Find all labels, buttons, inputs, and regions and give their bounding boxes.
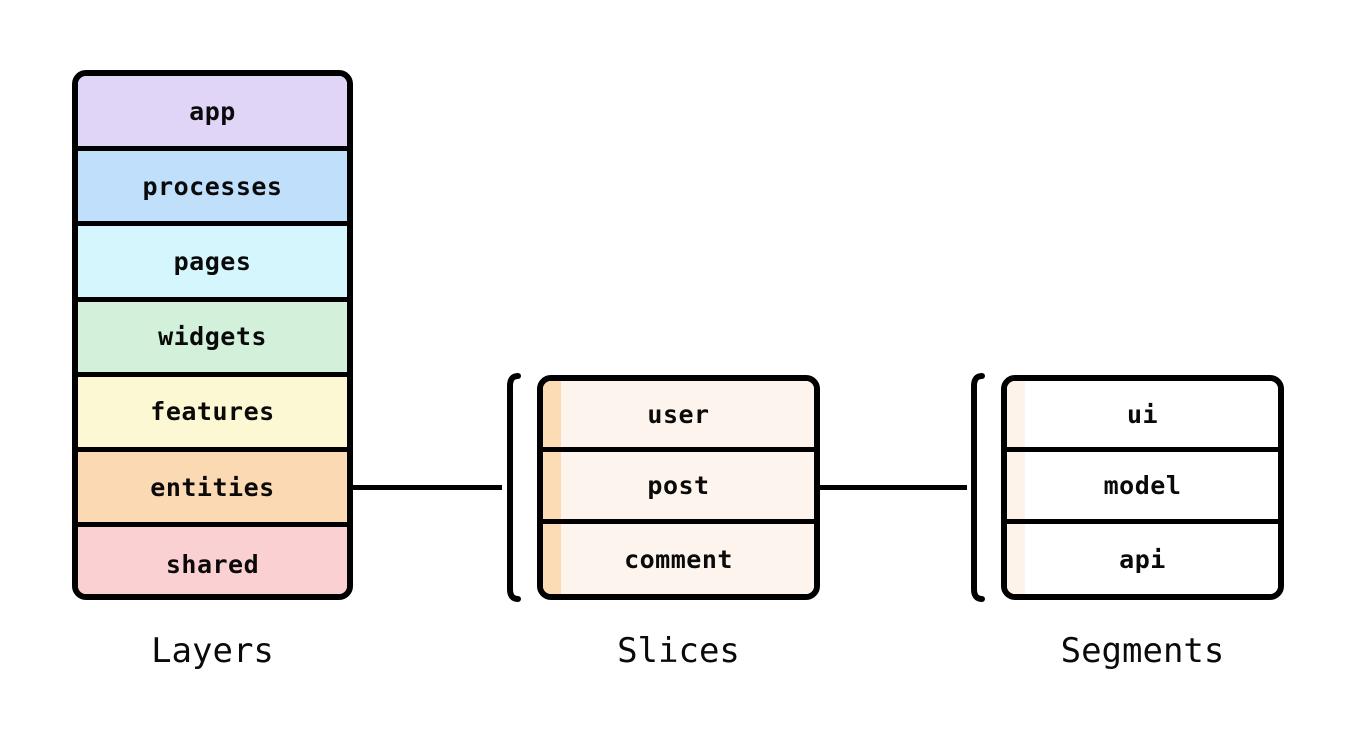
segment-accent-stripe bbox=[1007, 381, 1025, 448]
layer-row-pages[interactable]: pages bbox=[78, 226, 347, 302]
segment-label-api: api bbox=[1119, 544, 1166, 574]
slice-row-user[interactable]: user bbox=[543, 381, 814, 453]
segment-label-ui: ui bbox=[1126, 399, 1159, 429]
layer-row-features[interactable]: features bbox=[78, 376, 347, 452]
slice-row-post[interactable]: post bbox=[543, 452, 814, 524]
layer-row-app[interactable]: app bbox=[78, 76, 347, 152]
caption-slices: Slices bbox=[617, 631, 740, 671]
slice-accent-stripe bbox=[543, 452, 561, 519]
slice-label-post: post bbox=[647, 470, 710, 500]
segments-bracket-icon bbox=[971, 373, 985, 602]
segment-accent-stripe bbox=[1007, 523, 1025, 594]
caption-layers: Layers bbox=[151, 631, 274, 671]
layer-label-widgets: widgets bbox=[158, 322, 267, 352]
layer-row-entities[interactable]: entities bbox=[78, 451, 347, 528]
slices-bracket-icon bbox=[507, 373, 521, 602]
slice-label-comment: comment bbox=[624, 544, 733, 574]
layer-row-shared[interactable]: shared bbox=[78, 527, 347, 594]
layer-row-widgets[interactable]: widgets bbox=[78, 301, 347, 377]
layer-row-processes[interactable]: processes bbox=[78, 151, 347, 227]
caption-segments: Segments bbox=[1060, 631, 1225, 671]
slice-accent-stripe bbox=[543, 381, 561, 448]
connector-entities-to-slices bbox=[352, 485, 502, 490]
segment-row-ui[interactable]: ui bbox=[1007, 381, 1278, 453]
layer-label-entities: entities bbox=[150, 472, 275, 502]
segment-row-model[interactable]: model bbox=[1007, 452, 1278, 524]
layer-label-features: features bbox=[150, 397, 275, 427]
segment-row-api[interactable]: api bbox=[1007, 523, 1278, 594]
layers-stack: app processes pages widgets features ent… bbox=[72, 70, 353, 600]
segment-accent-stripe bbox=[1007, 452, 1025, 519]
slices-stack: user post comment bbox=[537, 375, 820, 600]
slice-row-comment[interactable]: comment bbox=[543, 523, 814, 594]
segment-label-model: model bbox=[1103, 470, 1182, 500]
segments-stack: ui model api bbox=[1001, 375, 1284, 600]
slice-label-user: user bbox=[647, 399, 710, 429]
layer-label-processes: processes bbox=[142, 171, 283, 201]
connector-slices-to-segments bbox=[817, 485, 967, 490]
layer-label-shared: shared bbox=[165, 550, 260, 580]
layer-label-app: app bbox=[189, 96, 236, 126]
layer-label-pages: pages bbox=[173, 246, 252, 276]
slice-accent-stripe bbox=[543, 523, 561, 594]
